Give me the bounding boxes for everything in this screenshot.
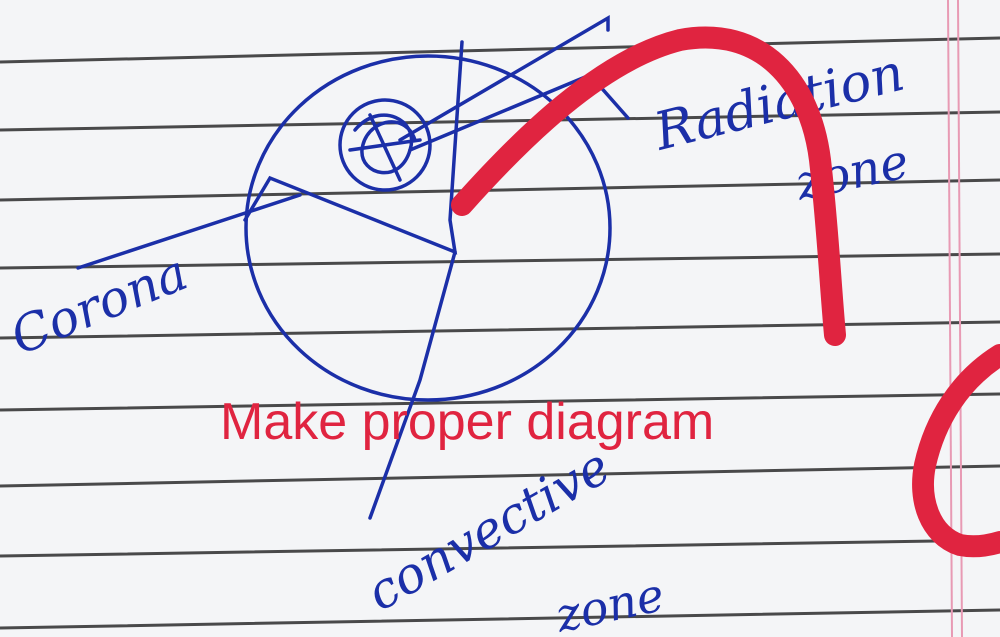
convection-label-line2: zone — [550, 567, 669, 637]
corona-pointer — [78, 195, 300, 268]
feedback-comment: Make proper diagram — [220, 392, 714, 452]
core-scribble — [350, 115, 420, 180]
